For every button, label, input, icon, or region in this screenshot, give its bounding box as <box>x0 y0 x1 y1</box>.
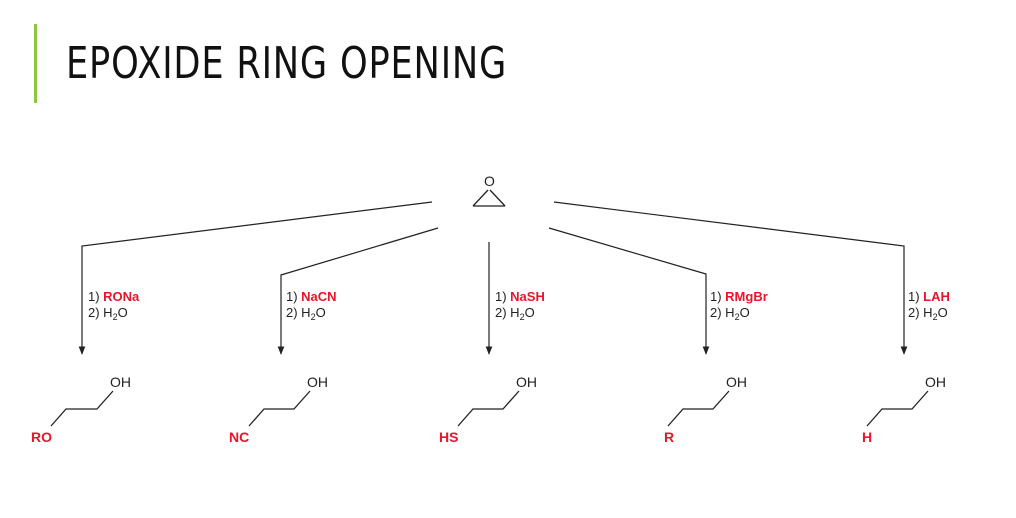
reagent-4-step1: 1) RMgBr <box>710 289 768 304</box>
product-1-chain <box>50 390 114 427</box>
reagent-3-step1: 1) NaSH <box>495 289 545 304</box>
product-2-oh: OH <box>307 374 328 390</box>
product-2-nucleophile: NC <box>229 429 249 445</box>
branch-4: 1) RMgBr 2) H2O OH R <box>548 227 768 445</box>
product-5-chain <box>866 390 929 427</box>
product-5-oh: OH <box>925 374 946 390</box>
reagent-2-step1: 1) NaCN <box>286 289 337 304</box>
branch-2: 1) NaCN 2) H2O OH NC <box>229 227 439 445</box>
epoxide-oxygen-label: O <box>484 173 495 189</box>
reagent-1-step1: 1) RONa <box>88 289 140 304</box>
arrow-path-5 <box>553 201 908 355</box>
epoxide-bond-right <box>489 189 506 207</box>
reagent-2-step2: 2) H2O <box>286 305 326 322</box>
product-4-nucleophile: R <box>664 429 674 445</box>
product-3-oh: OH <box>516 374 537 390</box>
epoxide-bond-left <box>472 189 489 207</box>
arrow-path-4 <box>548 227 710 355</box>
product-1-nucleophile: RO <box>31 429 52 445</box>
arrow-path-2 <box>277 227 439 355</box>
product-4-oh: OH <box>726 374 747 390</box>
reagent-5-step2: 2) H2O <box>908 305 948 322</box>
product-3-chain <box>457 390 520 427</box>
branch-3: 1) NaSH 2) H2O OH HS <box>439 242 545 445</box>
slide-title: EPOXIDE RING OPENING <box>66 38 508 89</box>
branch-5: 1) LAH 2) H2O OH H <box>553 201 950 445</box>
product-2-chain <box>248 390 311 427</box>
reagent-3-step2: 2) H2O <box>495 305 535 322</box>
title-accent-bar <box>34 24 37 103</box>
product-1-oh: OH <box>110 374 131 390</box>
reagent-4-step2: 2) H2O <box>710 305 750 322</box>
reagent-1-step2: 2) H2O <box>88 305 128 322</box>
epoxide-structure: O <box>472 173 506 207</box>
product-4-chain <box>667 390 730 427</box>
product-3-nucleophile: HS <box>439 429 458 445</box>
branch-1: 1) RONa 2) H2O OH RO <box>31 201 433 445</box>
reagent-5-step1: 1) LAH <box>908 289 950 304</box>
product-5-nucleophile: H <box>862 429 872 445</box>
arrow-path-1 <box>78 201 433 355</box>
